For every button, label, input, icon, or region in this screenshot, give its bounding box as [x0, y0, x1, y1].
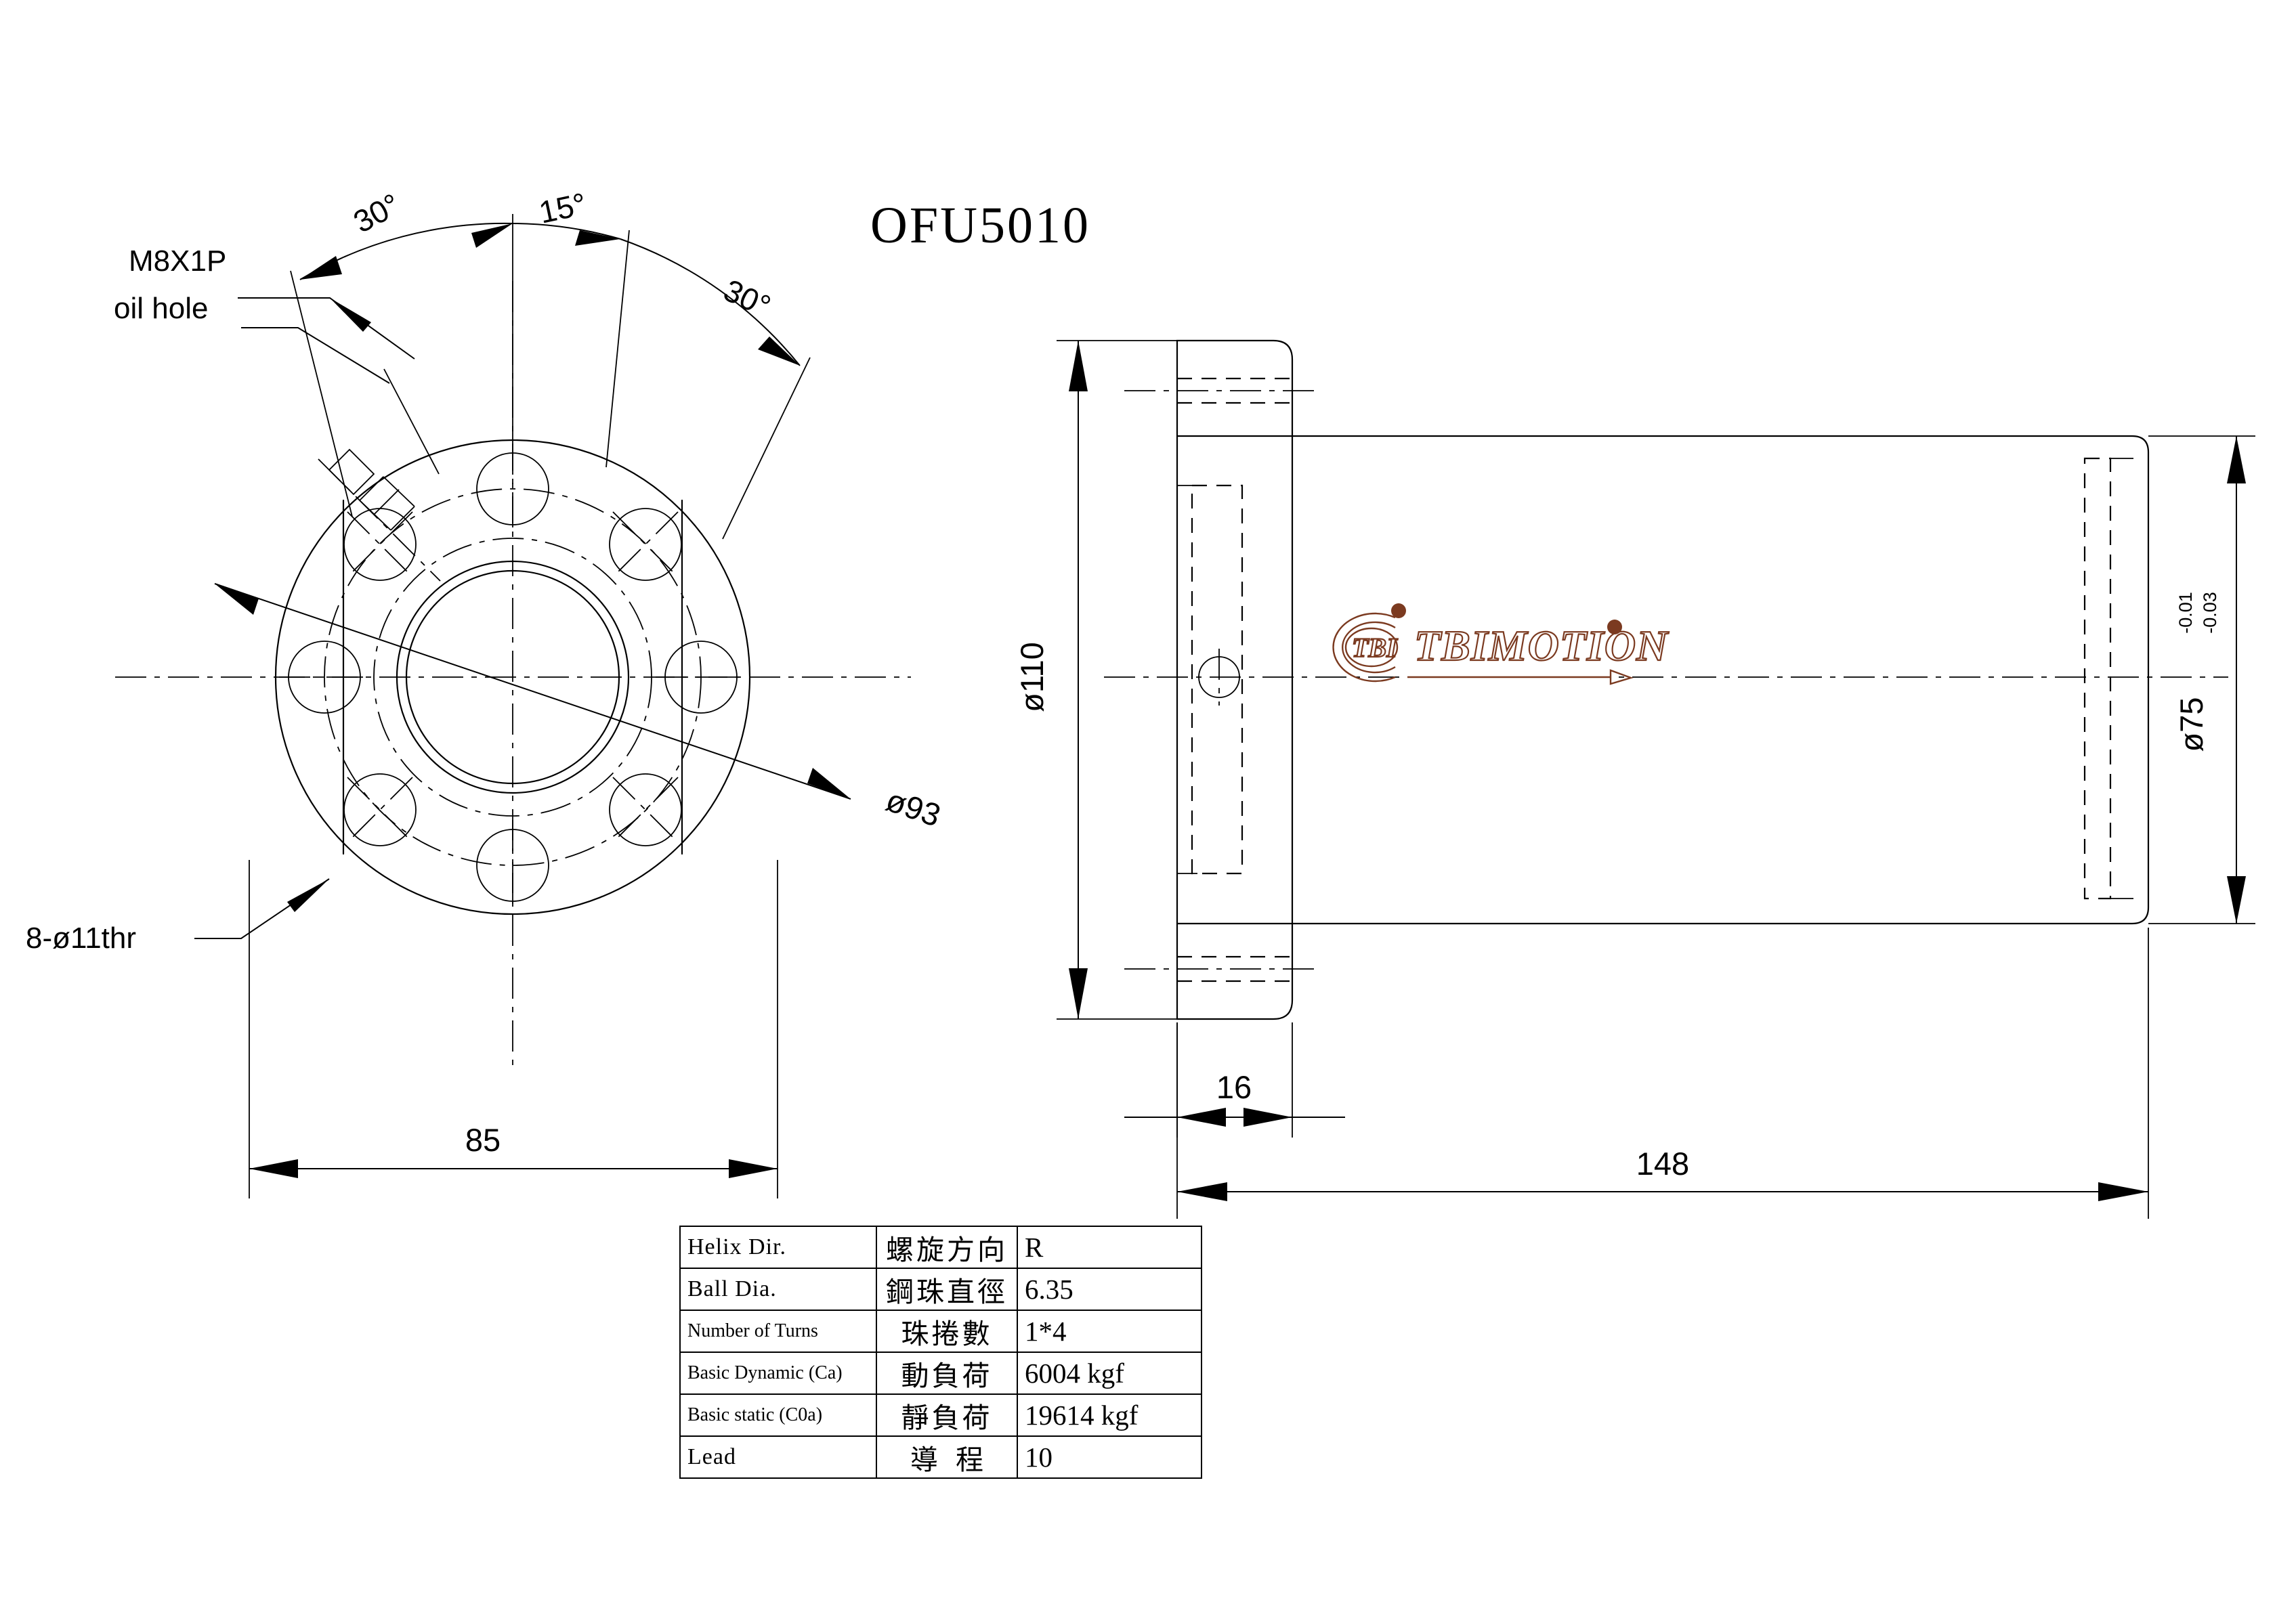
- angle-label-left: 30°: [347, 186, 406, 240]
- spec-value: 6.35: [1017, 1268, 1202, 1311]
- body-diameter-label: ø75: [2173, 697, 2209, 752]
- front-view: [115, 214, 911, 1198]
- table-row: Number of Turns 珠捲數 1*4: [679, 1310, 1202, 1353]
- flange-thickness-dimension: [1124, 1022, 1345, 1138]
- spec-value: 1*4: [1017, 1310, 1202, 1353]
- flange-diameter-dimension: [1057, 340, 1192, 1020]
- table-row: Basic Dynamic (Ca) 動負荷 6004 kgf: [679, 1352, 1202, 1395]
- bolt-hole-note: 8-ø11thr: [26, 922, 136, 955]
- table-row: Helix Dir. 螺旋方向 R: [679, 1226, 1202, 1269]
- table-row: Basic static (C0a) 靜負荷 19614 kgf: [679, 1393, 1202, 1437]
- flange-bolt-hole-centerlines: [1124, 390, 1321, 970]
- oil-hole-note-line1: M8X1P: [129, 244, 226, 278]
- nut-end-groove-hidden-rect: [2083, 457, 2112, 900]
- specification-table: Helix Dir. 螺旋方向 R Ball Dia. 鋼珠直徑 6.35 Nu…: [679, 1226, 1202, 1479]
- page-title: OFU5010: [870, 197, 1090, 254]
- spec-value: 19614 kgf: [1017, 1393, 1202, 1437]
- spec-zh: 螺旋方向: [876, 1226, 1018, 1269]
- angle-label-center: 15°: [536, 186, 589, 230]
- spec-table-body: Helix Dir. 螺旋方向 R Ball Dia. 鋼珠直徑 6.35 Nu…: [679, 1226, 1202, 1479]
- oil-hole-note-line2: oil hole: [114, 292, 208, 325]
- spec-value: 10: [1017, 1435, 1202, 1479]
- spec-zh: 動負荷: [876, 1352, 1018, 1395]
- spec-en: Helix Dir.: [679, 1226, 877, 1269]
- tbi-c-mark: TBI: [1332, 603, 1406, 683]
- flange-width-label: 85: [465, 1122, 501, 1158]
- tbimotion-logo: TBI TBIMOTION: [1332, 603, 1670, 685]
- spec-zh: 鋼珠直徑: [876, 1268, 1018, 1311]
- body-tolerance-upper-label: -0.01: [2175, 592, 2196, 634]
- spec-value: R: [1017, 1226, 1202, 1269]
- spec-value: 6004 kgf: [1017, 1352, 1202, 1395]
- spec-en: Ball Dia.: [679, 1268, 877, 1311]
- oil-hole-boss: [318, 448, 441, 582]
- flange-diameter-label: ø110: [1014, 642, 1050, 712]
- flange-profile: [1176, 339, 1294, 1020]
- tbi-mark-text: TBI: [1352, 632, 1398, 663]
- bolt-circle-dimension: [214, 583, 851, 800]
- angle-dimension-arcs: [290, 214, 811, 540]
- oil-hole-leader: [238, 297, 415, 384]
- side-view: TBI TBIMOTION: [1057, 339, 2255, 1219]
- table-row: Lead 導程 10: [679, 1435, 1202, 1479]
- spec-en: Basic Dynamic (Ca): [679, 1352, 877, 1395]
- flange-thickness-label: 16: [1216, 1069, 1252, 1105]
- spec-en: Lead: [679, 1435, 877, 1479]
- body-tolerance-lower-label: -0.03: [2200, 592, 2220, 634]
- body-diameter-dimension: [2148, 435, 2255, 924]
- registered-mark-icon: [1607, 620, 1622, 634]
- flange-bolt-hole-hidden-lines: [1177, 377, 1292, 982]
- nut-body-profile: [1291, 435, 2150, 925]
- flange-width-dimension: [249, 860, 778, 1198]
- total-length-dimension: [1176, 928, 2149, 1219]
- spec-en: Basic static (C0a): [679, 1393, 877, 1437]
- bolt-hole-leader: [194, 878, 330, 939]
- angle-label-right: 30°: [719, 272, 776, 324]
- tbimotion-wordmark: TBIMOTION: [1414, 622, 1670, 670]
- flange-bore-hidden-rect: [1191, 484, 1243, 875]
- spec-zh: 珠捲數: [876, 1310, 1018, 1353]
- spec-zh: 靜負荷: [876, 1393, 1018, 1437]
- spec-en: Number of Turns: [679, 1310, 877, 1353]
- bolt-circle-diameter-label: ø93: [882, 781, 945, 833]
- table-row: Ball Dia. 鋼珠直徑 6.35: [679, 1268, 1202, 1311]
- logo-arrow-icon: [1609, 669, 1634, 685]
- total-length-label: 148: [1636, 1146, 1689, 1182]
- spec-zh: 導程: [876, 1435, 1018, 1479]
